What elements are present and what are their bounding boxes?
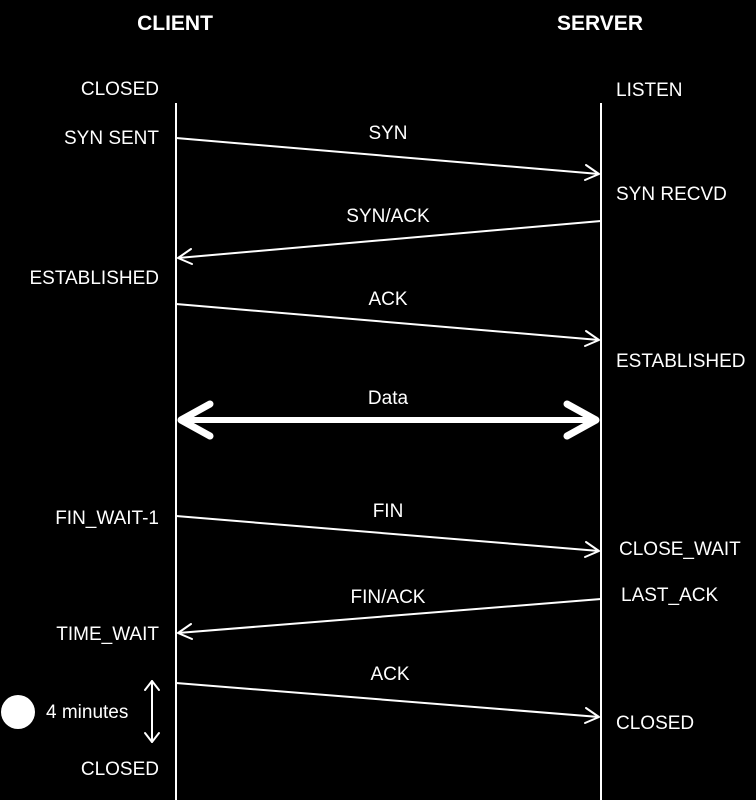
fin-arrow-line: [175, 515, 600, 552]
syn-ack-arrow-line: [177, 220, 602, 259]
client-state-time-wait: TIME_WAIT: [56, 624, 159, 645]
syn-ack-label: SYN/ACK: [346, 206, 430, 227]
ack2-label: ACK: [370, 664, 409, 685]
client-state-syn-sent: SYN SENT: [64, 128, 159, 149]
syn-arrowhead: [584, 164, 600, 181]
syn-arrow-line: [175, 137, 600, 175]
client-state-closed-end: CLOSED: [81, 759, 159, 780]
server-state-listen: LISTEN: [616, 80, 683, 101]
ack2-arrowhead: [584, 707, 600, 724]
timer-arrowhead-up: [144, 680, 160, 691]
server-state-last-ack: LAST_ACK: [621, 585, 718, 606]
data-arrowhead-left: [177, 400, 214, 440]
server-state-close-wait: CLOSE_WAIT: [619, 539, 741, 560]
fin-label: FIN: [373, 501, 404, 522]
timer-circle-icon: [1, 695, 35, 729]
client-header: CLIENT: [137, 12, 213, 35]
server-state-closed: CLOSED: [616, 713, 694, 734]
data-arrowhead-right: [563, 400, 600, 440]
data-label: Data: [368, 388, 409, 409]
fin-ack-label: FIN/ACK: [351, 587, 426, 608]
syn-label: SYN: [368, 123, 407, 144]
timer-label: 4 minutes: [46, 702, 128, 723]
fin-ack-arrowhead: [177, 623, 193, 640]
fin-arrowhead: [584, 541, 600, 558]
client-state-closed-start: CLOSED: [81, 79, 159, 100]
server-state-established: ESTABLISHED: [616, 351, 746, 372]
ack1-arrowhead: [584, 330, 600, 347]
fin-ack-arrow-line: [177, 598, 602, 634]
ack2-arrow-line: [175, 682, 600, 718]
client-state-fin-wait-1: FIN_WAIT-1: [55, 508, 159, 529]
ack1-arrow-line: [175, 303, 600, 341]
syn-ack-arrowhead: [177, 248, 193, 265]
server-header: SERVER: [557, 12, 643, 35]
timer-arrowhead-down: [144, 732, 160, 743]
ack1-label: ACK: [368, 289, 407, 310]
server-state-syn-recvd: SYN RECVD: [616, 184, 727, 205]
client-state-established: ESTABLISHED: [29, 268, 159, 289]
